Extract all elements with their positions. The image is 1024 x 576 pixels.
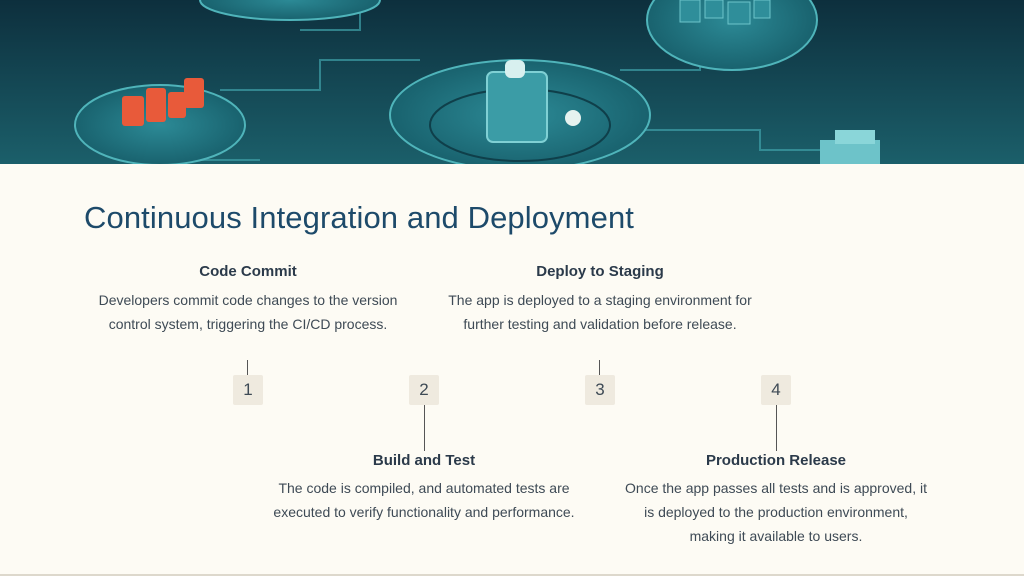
step-1-number: 1 [233,375,263,405]
step-2-number: 2 [409,375,439,405]
step-4-description: Once the app passes all tests and is app… [625,480,927,544]
page-title: Continuous Integration and Deployment [84,200,634,235]
hero-illustration [0,0,1024,164]
step-2-connector [424,405,425,451]
step-3-connector [599,360,600,376]
step-3-description: The app is deployed to a staging environ… [448,292,752,332]
step-3-number: 3 [585,375,615,405]
step-4-number: 4 [761,375,791,405]
step-1-connector [247,360,248,376]
step-1-description: Developers commit code changes to the ve… [98,292,398,332]
step-2-description: The code is compiled, and automated test… [273,480,575,520]
step-4-title: Production Release [705,452,847,469]
step-2-title: Build and Test [372,452,476,469]
step-4-connector [776,405,777,451]
content-area [0,164,1024,576]
step-1-title: Code Commit [199,263,297,280]
hero-image [0,0,1024,164]
bottom-divider [0,574,1024,576]
step-3-title: Deploy to Staging [536,263,664,280]
